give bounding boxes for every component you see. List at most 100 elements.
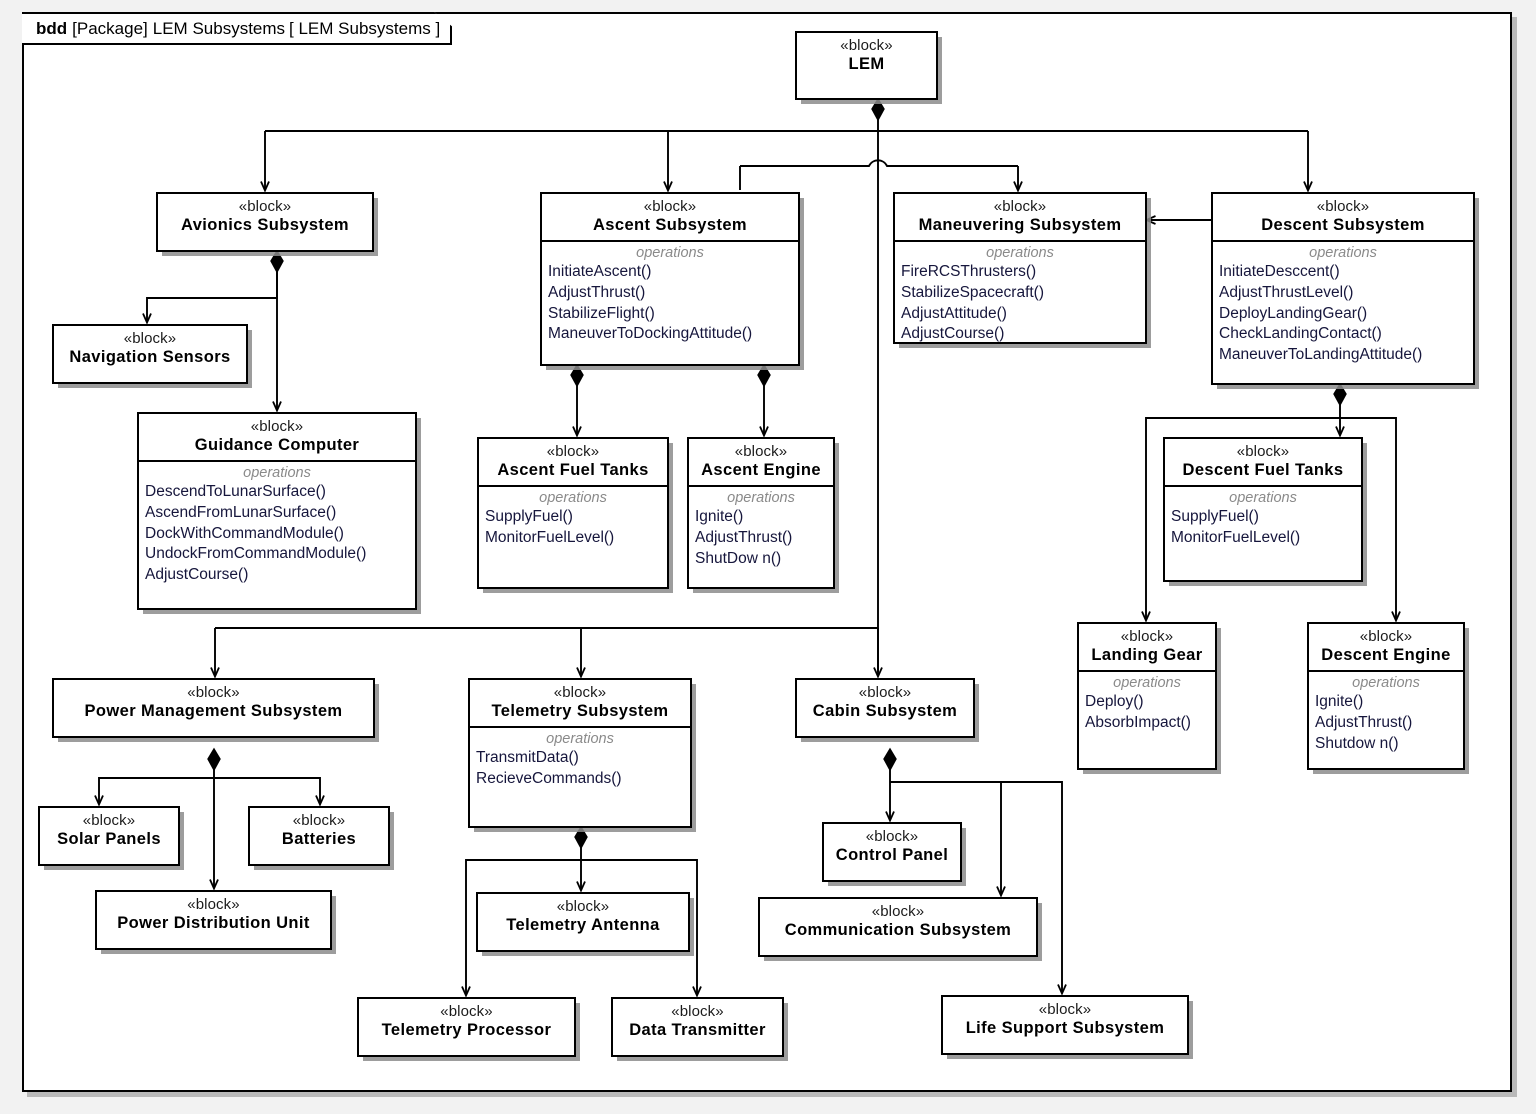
operation-item: SupplyFuel() [485,508,573,526]
operation-item: MonitorFuelLevel() [1171,528,1301,546]
block-stereotype: «block» [292,812,346,829]
block-ascent-engine[interactable]: «block» Ascent Engine operations Ignite(… [687,437,835,589]
block-stereotype: «block» [546,443,600,460]
block-header: «block» Solar Panels [40,808,178,854]
block-header: «block» Descent Fuel Tanks [1165,439,1361,488]
operations-label: operations [1113,675,1181,692]
operations-label: operations [986,245,1054,262]
block-header: «block» Life Support Subsystem [943,997,1187,1043]
block-header: «block» Telemetry Subsystem [470,680,690,729]
block-name: Avionics Subsystem [181,215,349,234]
block-lem[interactable]: «block» LEM [795,31,938,100]
operation-item: DescendToLunarSurface() [145,483,326,501]
operations-compartment: operations Ignite() AdjustThrust() ShutD… [689,487,833,575]
block-telemetry-subsystem[interactable]: «block» Telemetry Subsystem operations T… [468,678,692,828]
block-header: «block» Landing Gear [1079,624,1215,673]
block-stereotype: «block» [1316,198,1370,215]
operation-item: Shutdow n() [1315,734,1399,752]
block-header: «block» Telemetry Antenna [478,894,688,940]
operations-label: operations [539,490,607,507]
block-stereotype: «block» [871,903,925,920]
block-cabin-subsystem[interactable]: «block» Cabin Subsystem [795,678,975,738]
operation-item: AdjustThrust() [1315,713,1413,731]
diagram-package-keyword: [Package] [72,18,148,38]
block-name: Power Management Subsystem [84,701,343,720]
block-solar-panels[interactable]: «block» Solar Panels [38,806,180,866]
operation-item: AdjustThrust() [548,283,646,301]
operation-item: RecieveCommands() [476,769,622,787]
block-name: Maneuvering Subsystem [918,215,1122,234]
operations-compartment: operations Deploy() AbsorbImpact() [1079,672,1215,740]
operation-item: InitiateAscent() [548,263,652,281]
block-name: Communication Subsystem [784,920,1012,939]
block-control-panel[interactable]: «block» Control Panel [822,822,962,882]
block-name: Telemetry Processor [381,1020,552,1039]
block-ascent-fuel-tanks[interactable]: «block» Ascent Fuel Tanks operations Sup… [477,437,669,589]
block-header: «block» Data Transmitter [613,999,782,1045]
block-header: «block» Navigation Sensors [54,326,246,372]
block-header: «block» LEM [797,33,936,79]
operation-item: MonitorFuelLevel() [485,528,615,546]
diagram-view-name: [ LEM Subsystems ] [289,18,441,38]
block-telemetry-antenna[interactable]: «block» Telemetry Antenna [476,892,690,952]
block-stereotype: «block» [187,896,240,913]
operation-item: StabilizeSpacecraft() [901,283,1045,301]
block-name: Navigation Sensors [69,347,231,366]
operations-compartment: operations SupplyFuel() MonitorFuelLevel… [1165,487,1361,555]
block-stereotype: «block» [187,684,240,701]
block-name: Ascent Subsystem [592,215,748,234]
block-name: Ascent Fuel Tanks [497,460,649,479]
block-guidance-computer[interactable]: «block» Guidance Computer operations Des… [137,412,417,610]
operations-label: operations [243,465,311,482]
block-stereotype: «block» [440,1003,493,1020]
block-ascent-subsystem[interactable]: «block» Ascent Subsystem operations Init… [540,192,800,366]
block-name: Descent Fuel Tanks [1182,460,1344,479]
block-data-transmitter[interactable]: «block» Data Transmitter [611,997,784,1057]
block-stereotype: «block» [1236,443,1290,460]
block-stereotype: «block» [123,330,177,347]
block-header: «block» Maneuvering Subsystem [895,194,1145,243]
operations-compartment: operations InitiateAscent() AdjustThrust… [542,242,798,351]
operation-item: DockWithCommandModule() [145,524,344,542]
block-stereotype: «block» [840,37,893,54]
operation-item: AdjustCourse() [145,566,249,584]
operation-item: ManeuverToLandingAttitude() [1219,346,1423,364]
operations-label: operations [636,245,704,262]
block-stereotype: «block» [250,418,304,435]
block-life-support-subsystem[interactable]: «block» Life Support Subsystem [941,995,1189,1055]
block-batteries[interactable]: «block» Batteries [248,806,390,866]
block-stereotype: «block» [865,828,919,845]
block-power-management-subsystem[interactable]: «block» Power Management Subsystem [52,678,375,738]
diagram-kind-keyword: bdd [36,18,68,38]
block-header: «block» Descent Engine [1309,624,1463,673]
block-avionics-subsystem[interactable]: «block» Avionics Subsystem [156,192,374,252]
operations-compartment: operations FireRCSThrusters() StabilizeS… [895,242,1145,351]
operation-item: InitiateDesccent() [1219,263,1340,281]
block-navigation-sensors[interactable]: «block» Navigation Sensors [52,324,248,384]
operations-compartment: operations TransmitData() RecieveCommand… [470,728,690,796]
block-name: Ascent Engine [701,460,821,479]
block-power-distribution-unit[interactable]: «block» Power Distribution Unit [95,890,332,950]
operation-item: UndockFromCommandModule() [145,545,367,563]
block-descent-engine[interactable]: «block» Descent Engine operations Ignite… [1307,622,1465,770]
diagram-name-tab: bdd [Package] LEM Subsystems [ LEM Subsy… [22,12,452,45]
block-telemetry-processor[interactable]: «block» Telemetry Processor [357,997,576,1057]
operations-label: operations [1229,490,1297,507]
block-maneuvering-subsystem[interactable]: «block» Maneuvering Subsystem operations… [893,192,1147,344]
block-descent-subsystem[interactable]: «block» Descent Subsystem operations Ini… [1211,192,1475,385]
block-header: «block» Descent Subsystem [1213,194,1473,243]
block-communication-subsystem[interactable]: «block» Communication Subsystem [758,897,1038,957]
block-name: Cabin Subsystem [812,701,958,720]
block-name: Power Distribution Unit [117,913,310,932]
operation-item: ShutDow n() [695,549,782,567]
block-landing-gear[interactable]: «block» Landing Gear operations Deploy()… [1077,622,1217,770]
block-descent-fuel-tanks[interactable]: «block» Descent Fuel Tanks operations Su… [1163,437,1363,582]
operation-item: ManeuverToDockingAttitude() [548,325,753,343]
operation-item: StabilizeFlight() [548,304,655,322]
block-name: Telemetry Antenna [506,915,660,934]
block-stereotype: «block» [556,898,610,915]
operation-item: Ignite() [1315,693,1364,711]
block-name: Landing Gear [1091,645,1203,664]
block-stereotype: «block» [734,443,788,460]
